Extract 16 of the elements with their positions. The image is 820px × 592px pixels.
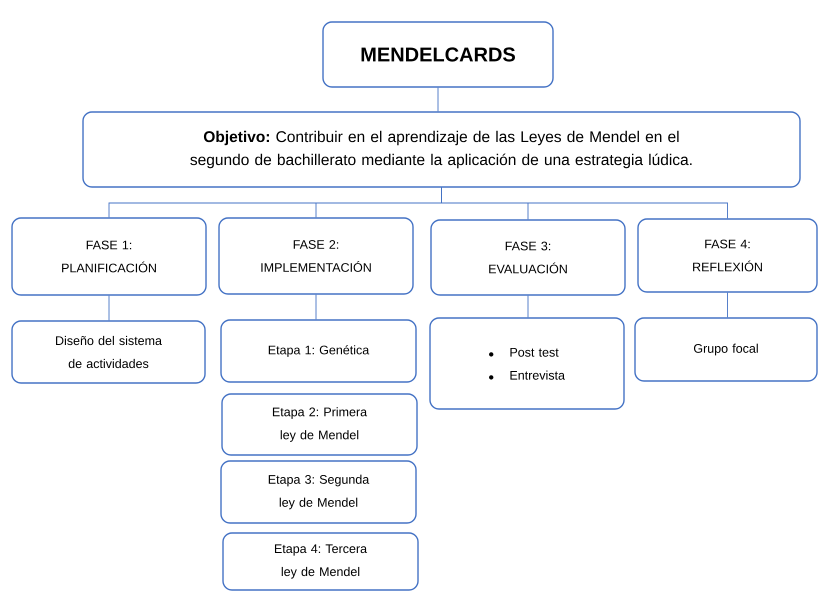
stage-box: Etapa 2: Primera ley de Mendel [221,393,418,456]
stage-box: Etapa 1: Genética [220,319,417,383]
stage-box: Etapa 3: Segunda ley de Mendel [220,460,417,524]
phase-box: FASE 3: EVALUACIÓN [430,219,626,296]
list-box: Post test Entrevista [429,317,625,410]
phase-box: FASE 4: REFLEXIÓN [637,218,818,293]
phase-box: FASE 1: PLANIFICACIÓN [11,217,207,296]
connector-line [727,292,728,318]
phase-box: FASE 2: IMPLEMENTACIÓN [218,217,414,295]
title-box: MENDELCARDS [322,21,554,88]
connector-line [108,295,110,321]
activity-box: Grupo focal [634,317,818,382]
connector-line [441,187,728,219]
objective-box: Objetivo: Contribuir en el aprendizaje de las Leyes de Mendel en el segundo de bachillerato mediante la aplicación de una estrategia lúdica. [82,111,801,188]
activity-box: Diseño del sistema de actividades [11,320,206,384]
stage-box: Etapa 4: Tercera ley de Mendel [222,532,419,591]
